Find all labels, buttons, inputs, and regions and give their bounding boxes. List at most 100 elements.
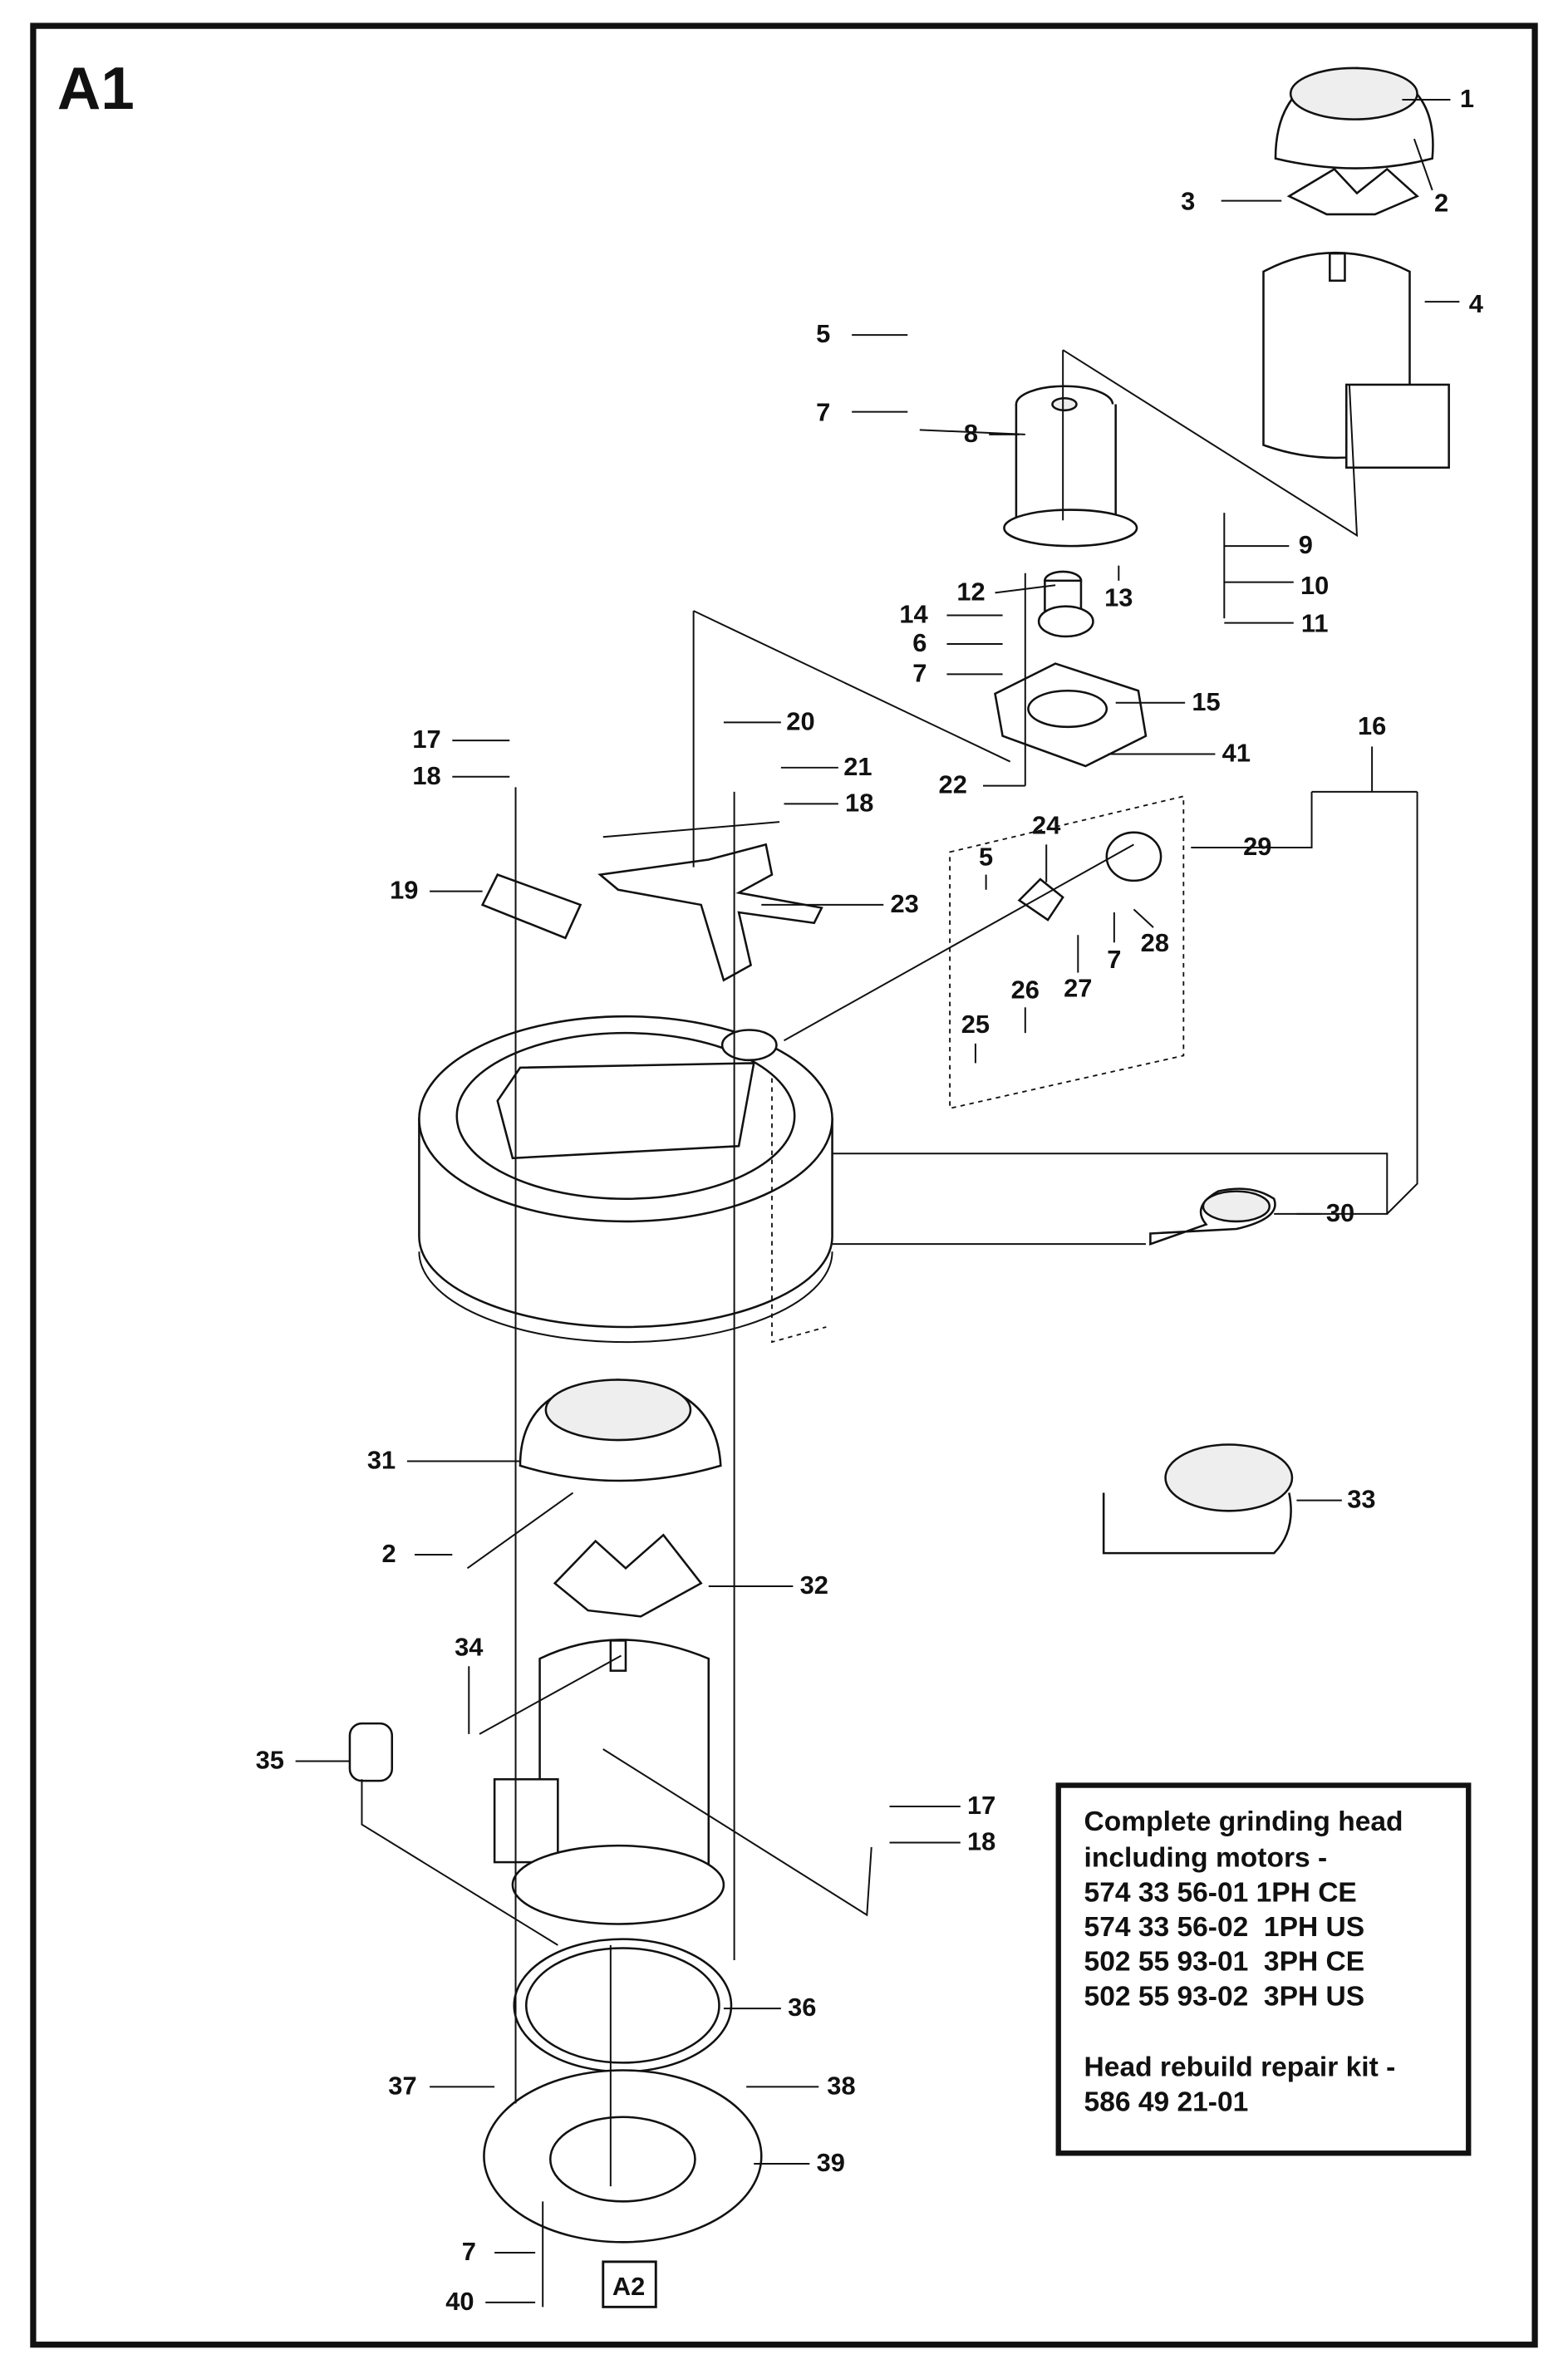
callout-number: 35 (256, 1746, 284, 1775)
callout-33: 33 (1296, 1485, 1376, 1514)
callout-16: 16 (1358, 711, 1386, 792)
callout-41: 41 (1108, 739, 1251, 768)
callout-number: 17 (967, 1791, 995, 1820)
callout-number: 2 (382, 1539, 396, 1568)
callout-17: 17 (889, 1791, 995, 1820)
reference-a2[interactable]: A2 (602, 2260, 657, 2308)
callout-24: 24 (1032, 811, 1060, 882)
fan-top (1286, 167, 1419, 216)
callout-12: 12 (956, 577, 1056, 606)
callout-number: 25 (961, 1010, 990, 1039)
callout-number: 2 (1434, 188, 1448, 217)
callout-19: 19 (390, 876, 483, 905)
callout-number: 4 (1469, 289, 1483, 318)
callout-38: 38 (746, 2072, 856, 2101)
callout-number: 21 (843, 752, 872, 781)
callout-7: 7 (912, 658, 1003, 687)
callout-number: 16 (1358, 711, 1386, 740)
motor-upper-terminal-box (1345, 383, 1450, 469)
callout-14: 14 (899, 600, 1003, 629)
callout-number: 1 (1460, 84, 1474, 113)
info-line: Head rebuild repair kit - (1084, 2052, 1396, 2083)
callout-27: 27 (1064, 935, 1092, 1003)
callout-number: 11 (1301, 609, 1329, 638)
callout-number: 18 (967, 1827, 995, 1856)
callout-number: 30 (1326, 1198, 1354, 1227)
section-title: A1 (57, 55, 135, 122)
callout-number: 40 (445, 2287, 474, 2316)
page-frame (30, 22, 1538, 2348)
callout-number: 7 (912, 658, 927, 687)
callout-6: 6 (912, 628, 1003, 657)
callout-7: 7 (816, 397, 908, 426)
callout-number: 17 (412, 725, 440, 754)
bracket-23 (597, 843, 823, 982)
callout-1: 1 (1402, 84, 1474, 113)
callout-number: 14 (899, 600, 927, 629)
callout-number: 19 (390, 876, 418, 905)
callout-37: 37 (388, 2072, 495, 2101)
callout-11: 11 (1224, 609, 1328, 638)
callout-number: 33 (1347, 1485, 1375, 1514)
info-line: 502 55 93-02 3PH US (1084, 1981, 1365, 2012)
callout-5: 5 (816, 319, 908, 348)
info-line: 586 49 21-01 (1084, 2086, 1249, 2117)
callout-number: 24 (1032, 811, 1060, 840)
callout-number: 18 (845, 788, 873, 817)
leader-line (1133, 908, 1154, 928)
plate-19 (480, 873, 582, 940)
callout-number: 23 (891, 889, 919, 918)
info-line: 574 33 56-01 1PH CE (1084, 1877, 1357, 1908)
callout-35: 35 (256, 1746, 350, 1775)
callout-40: 40 (445, 2287, 536, 2316)
callout-number: 13 (1104, 583, 1133, 612)
callout-number: 6 (912, 628, 927, 657)
callout-3: 3 (1181, 186, 1282, 215)
callout-39: 39 (754, 2148, 845, 2177)
callout-23: 23 (761, 889, 919, 918)
reference-a2-label[interactable]: A2 (612, 2272, 645, 2301)
callout-10: 10 (1224, 571, 1329, 600)
callout-number: 3 (1181, 186, 1195, 215)
callout-number: 31 (367, 1446, 396, 1475)
callout-17: 17 (412, 725, 510, 754)
callout-number: 8 (964, 419, 978, 448)
callout-number: 29 (1243, 832, 1271, 861)
callout-number: 34 (455, 1633, 483, 1662)
callout-9: 9 (1224, 530, 1313, 559)
callout-34: 34 (455, 1633, 483, 1734)
callout-28: 28 (1133, 908, 1169, 957)
cover-mesh-top (1289, 66, 1418, 120)
callout-number: 7 (1107, 945, 1121, 974)
callout-4: 4 (1424, 289, 1483, 318)
callout-number: 36 (788, 1993, 816, 2022)
callout-number: 28 (1141, 928, 1169, 957)
callout-number: 38 (827, 2072, 855, 2101)
callout-number: 5 (816, 319, 830, 348)
callout-22: 22 (939, 770, 1025, 799)
callout-number: 7 (816, 397, 830, 426)
callout-number: 41 (1222, 739, 1251, 768)
callout-15: 15 (1115, 687, 1221, 716)
callout-25: 25 (961, 1010, 990, 1064)
callout-number: 10 (1300, 571, 1329, 600)
callout-number: 26 (1011, 975, 1040, 1004)
parts-drawing (348, 66, 1450, 2308)
callout-5: 5 (979, 843, 993, 890)
callout-18: 18 (784, 788, 873, 817)
info-line: 574 33 56-02 1PH US (1084, 1912, 1365, 1943)
info-box: Complete grinding head including motors … (1055, 1782, 1472, 2156)
callout-number: 5 (979, 843, 993, 872)
info-line: 502 55 93-01 3PH CE (1084, 1947, 1365, 1978)
callout-number: 39 (817, 2148, 845, 2177)
callout-number: 12 (956, 577, 985, 606)
callout-number: 22 (939, 770, 967, 799)
callout-number: 9 (1299, 530, 1313, 559)
callout-number: 7 (462, 2237, 476, 2266)
callout-number: 20 (786, 706, 814, 735)
callout-7: 7 (462, 2237, 536, 2266)
callout-36: 36 (723, 1993, 816, 2022)
callout-number: 37 (388, 2072, 416, 2101)
